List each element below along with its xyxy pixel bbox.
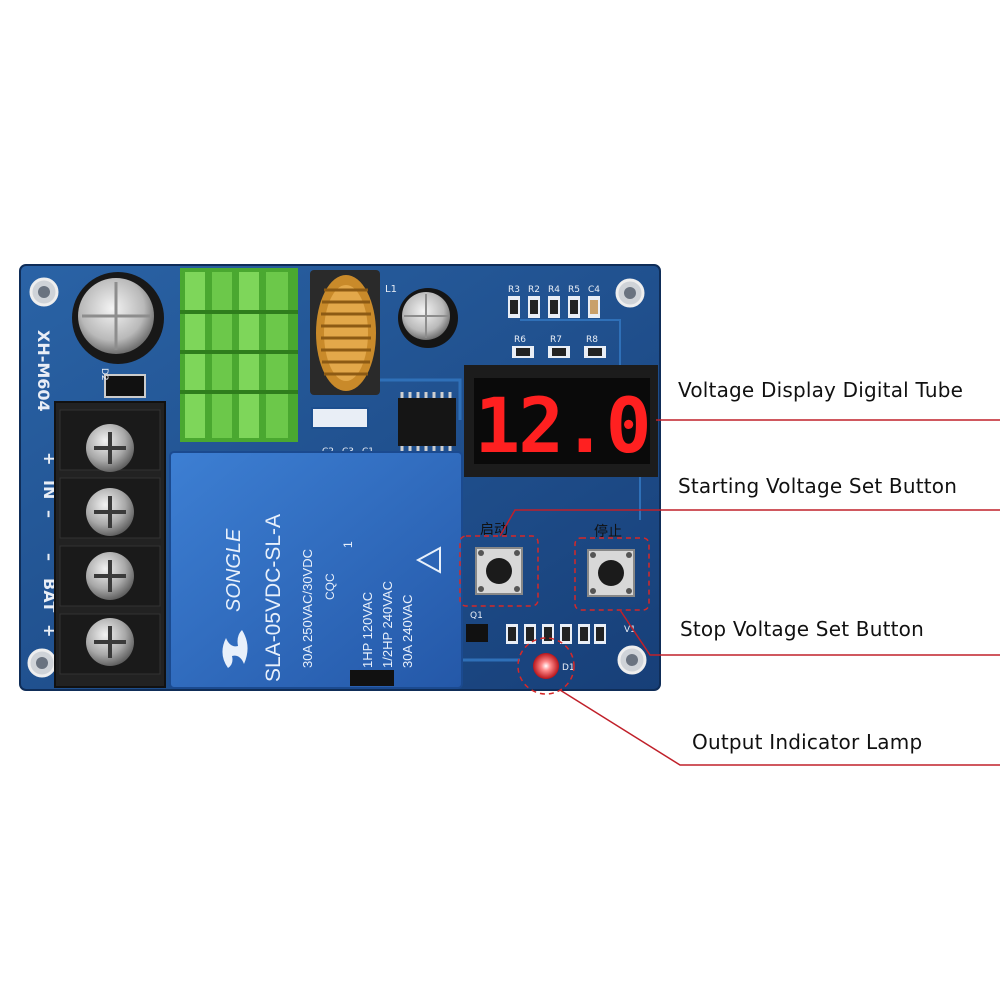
mounting-hole-top-left — [29, 277, 59, 307]
terminal-screw-4 — [86, 618, 134, 666]
d2-silkscreen: D2 — [99, 368, 109, 381]
diode-small — [104, 374, 146, 398]
r5-silkscreen: R5 — [568, 285, 580, 295]
capacitor-right — [398, 288, 458, 348]
r2-silkscreen: R2 — [528, 285, 540, 295]
callout-display-label: Voltage Display Digital Tube — [678, 378, 964, 402]
terminal-screw-2 — [86, 488, 134, 536]
relay-bottom-component — [350, 670, 394, 686]
voltage-display: 12.0 — [464, 365, 658, 477]
r6-silkscreen: R6 — [514, 335, 526, 345]
inductor-pads — [311, 407, 369, 429]
board-model-label: XH-M604 — [34, 330, 53, 412]
terminal-screw-3 — [86, 552, 134, 600]
relay-rating-1: 30A 250VAC/30VDC — [300, 549, 315, 668]
q1-silkscreen: Q1 — [470, 611, 483, 621]
bat-minus-label: – — [40, 553, 59, 561]
mounting-hole-top-right — [615, 278, 645, 308]
screw-terminal-block — [54, 401, 166, 688]
controller-chip — [398, 392, 456, 452]
callout-start-label: Starting Voltage Set Button — [678, 474, 958, 498]
relay-cqc: CQC — [323, 573, 337, 600]
d1-silkscreen: D1 — [562, 663, 575, 673]
stop-button-silkscreen: 停止 — [594, 523, 622, 540]
r8-silkscreen: R8 — [586, 335, 598, 345]
callout-lines — [499, 419, 1000, 766]
callout-stop-label: Stop Voltage Set Button — [680, 617, 924, 641]
heatsink — [180, 268, 298, 442]
mounting-hole-bottom-left — [27, 648, 57, 678]
in-minus-label: – — [40, 510, 59, 518]
stop-voltage-set-button[interactable] — [587, 549, 635, 597]
smd-resistors-bottom: Q1 V1 D1 D2 — [99, 368, 636, 673]
relay-rating-3: 1/2HP 240VAC — [380, 581, 395, 668]
l1-silkscreen: L1 — [385, 284, 397, 295]
terminal-screw-1 — [86, 424, 134, 472]
r3-silkscreen: R3 — [508, 285, 520, 295]
r7-silkscreen: R7 — [550, 335, 562, 345]
callout-line-stop — [619, 609, 1000, 656]
smd-resistors-top: R3 R2 R4 R5 C4 R6 R7 R8 — [508, 285, 606, 358]
relay-number: 1 — [341, 541, 355, 548]
stop-button-area: 停止 — [574, 523, 650, 611]
warning-triangle-icon — [415, 546, 441, 574]
relay-model: SLA-05VDC-SL-A — [262, 514, 285, 682]
inductor: L1 — [310, 270, 397, 395]
output-indicator-lamp — [517, 637, 575, 695]
relay-rating-2: 1HP 120VAC — [360, 592, 375, 668]
relay-rating-4: 30A 240VAC — [400, 595, 415, 668]
start-voltage-set-button[interactable] — [475, 547, 523, 595]
relay-brand: SONGLE — [223, 528, 245, 612]
songle-logo-icon — [222, 630, 248, 668]
c4-silkscreen: C4 — [588, 285, 600, 295]
callout-line-lamp — [559, 689, 1000, 766]
callout-line-start — [499, 509, 1000, 537]
r4-silkscreen: R4 — [548, 285, 560, 295]
v1-silkscreen: V1 — [624, 625, 636, 635]
mounting-hole-bottom-right — [617, 645, 647, 675]
callout-lamp-label: Output Indicator Lamp — [692, 730, 923, 754]
relay: SONGLE SLA-05VDC-SL-A 30A 250VAC/30VDC C… — [169, 451, 463, 689]
capacitor-left — [72, 272, 164, 364]
display-digits: 12.0 — [474, 381, 649, 470]
